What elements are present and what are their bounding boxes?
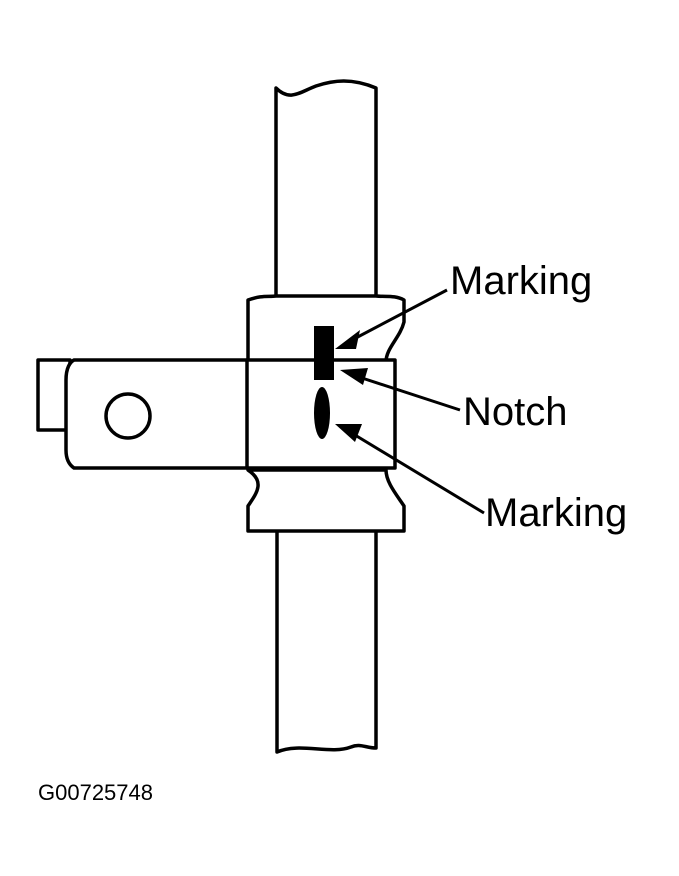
arrowhead-marking-bottom bbox=[335, 424, 362, 442]
marking-label-top: Marking bbox=[450, 259, 593, 303]
leader-line-notch bbox=[361, 376, 461, 412]
stabilizer-bar-lower bbox=[275, 526, 378, 754]
arrowhead-marking-top bbox=[335, 330, 360, 349]
marking-top bbox=[314, 326, 334, 380]
leader-line-marking-top bbox=[351, 288, 448, 342]
figure-id: G00725748 bbox=[38, 780, 153, 805]
arrowhead-notch bbox=[340, 368, 368, 385]
bracket-arm bbox=[64, 358, 250, 470]
bushing-lower-flange bbox=[246, 468, 406, 533]
stabilizer-bar-upper bbox=[274, 79, 378, 302]
mounting-hole bbox=[104, 392, 152, 440]
marking-bottom bbox=[314, 387, 330, 439]
notch-label: Notch bbox=[463, 390, 568, 434]
marking-label-bottom: Marking bbox=[485, 491, 628, 535]
leader-line-marking-bottom bbox=[349, 430, 485, 515]
